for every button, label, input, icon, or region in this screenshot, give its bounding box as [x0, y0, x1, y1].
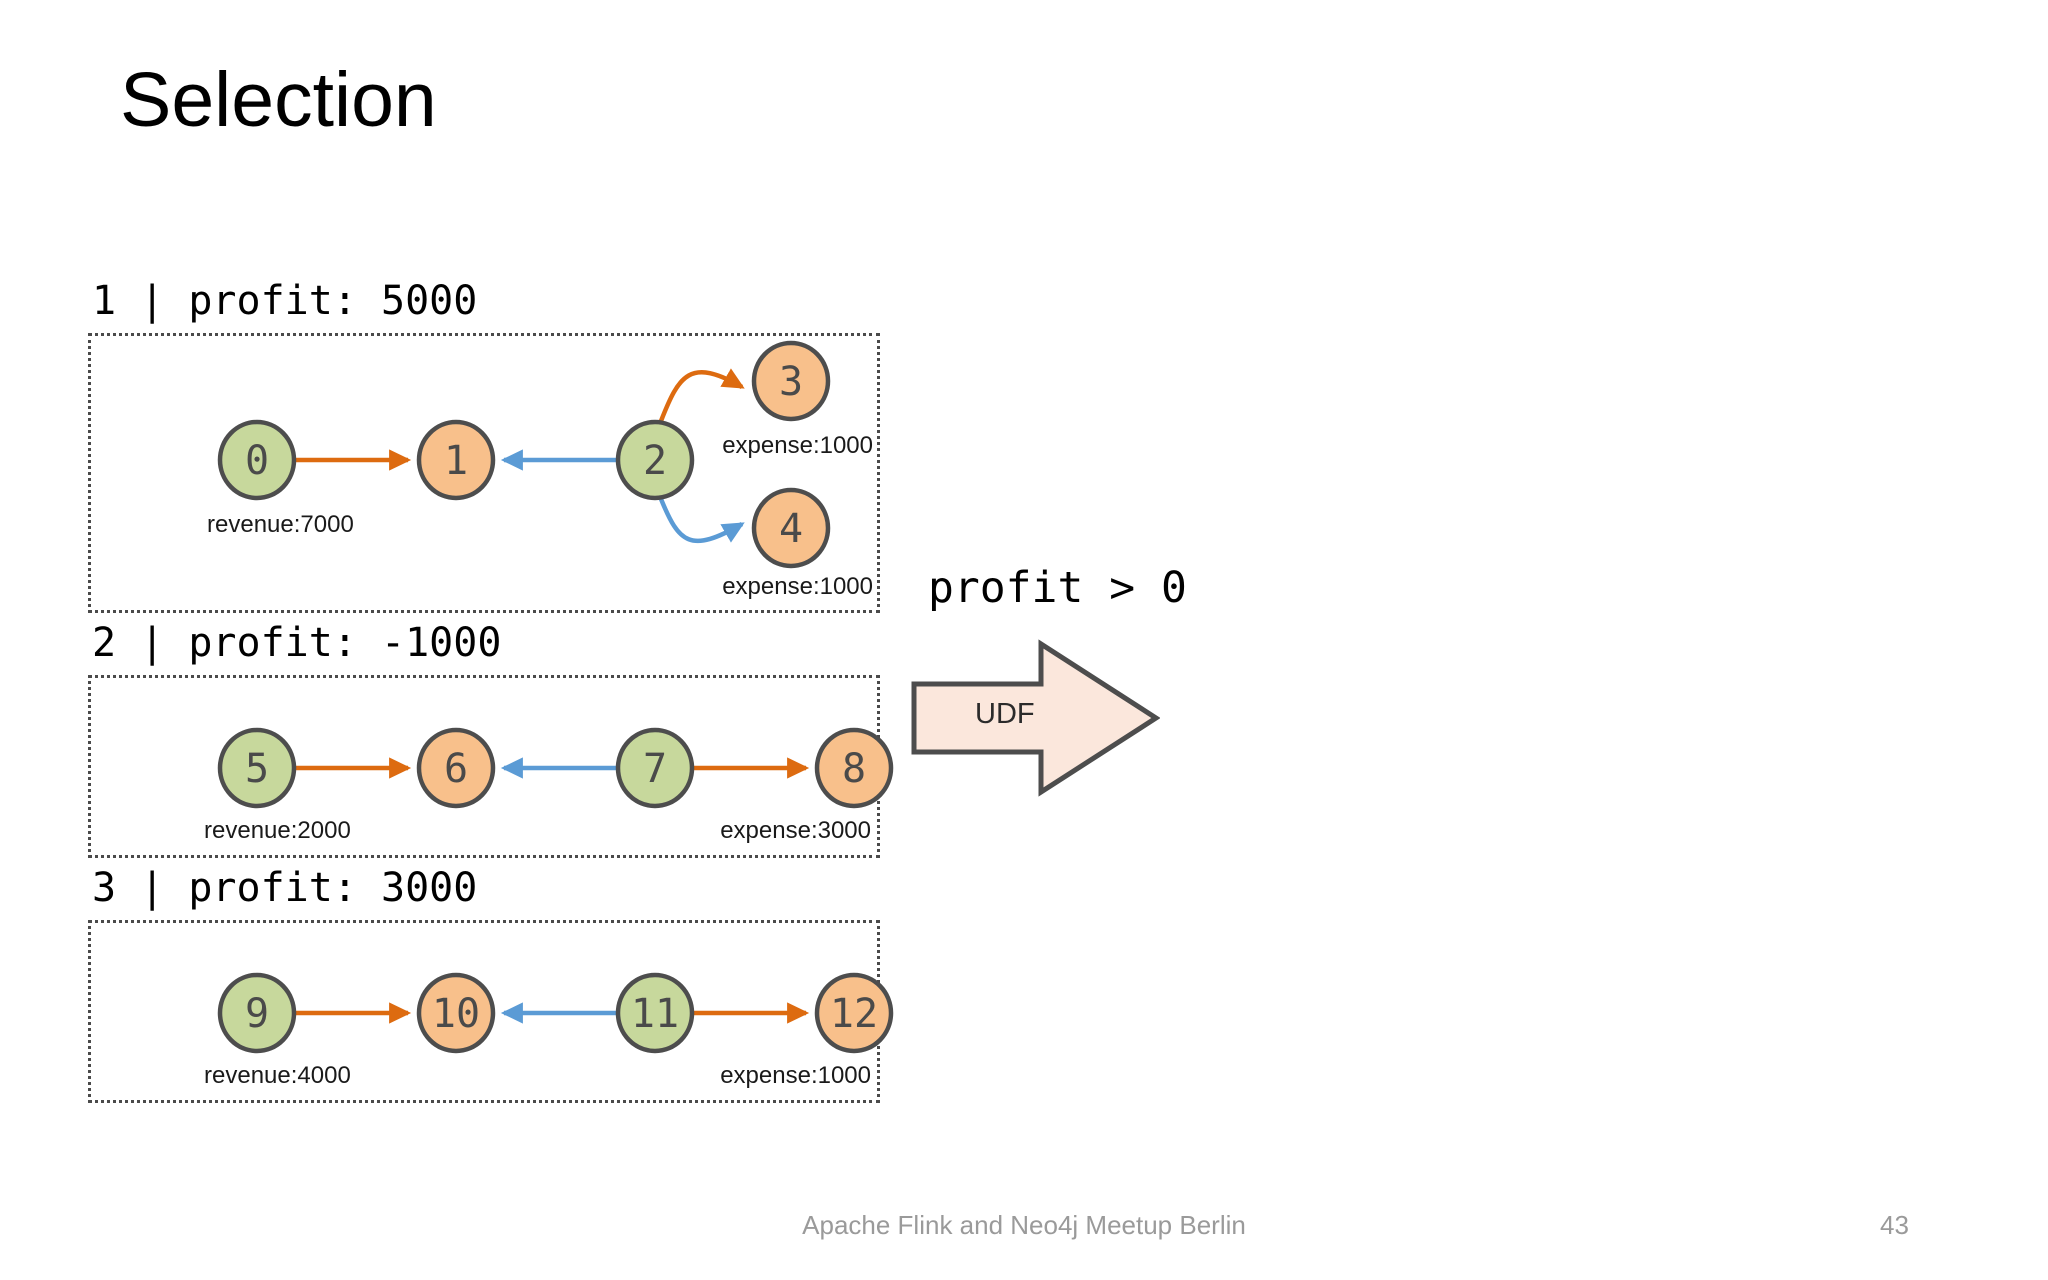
graph-node-2[interactable]: 2 [615, 419, 695, 501]
graph-group-box-1: 0 revenue:7000 1 2 3 expense:1000 4 expense:100… [88, 333, 880, 613]
graph-node-11[interactable]: 11 [615, 972, 695, 1054]
graph-node-6[interactable]: 6 [416, 727, 496, 809]
page-title: Selection [120, 57, 437, 143]
graph-group-box-3: 9 revenue:4000 10 11 12 expense:1000 [88, 920, 894, 1103]
graph-canvas-3: 9 revenue:4000 10 11 12 expense:1000 [204, 972, 894, 1089]
graph-canvas-1: 0 revenue:7000 1 2 3 expense:1000 4 expense:100… [207, 340, 873, 600]
graph-node-label-12: 12 [830, 991, 878, 1037]
udf-arrow [910, 638, 1161, 798]
page-number: 43 [1880, 1210, 1909, 1240]
graph-node-8[interactable]: 8 [814, 727, 894, 809]
graph-node-3[interactable]: 3 [751, 340, 831, 422]
graph-node-label-1: 1 [444, 438, 468, 484]
node-property-5: revenue:2000 [204, 817, 351, 844]
graph-group-label-1: 1 | profit: 5000 [92, 278, 478, 324]
graph-node-label-8: 8 [842, 746, 866, 792]
node-property-0: revenue:7000 [207, 511, 354, 538]
udf-arrow-shape [911, 639, 1161, 797]
graph-node-label-7: 7 [643, 746, 667, 792]
graph-node-label-2: 2 [643, 438, 667, 484]
edge-2-to-3 [658, 368, 745, 422]
udf-label: UDF [975, 698, 1035, 730]
graph-group-box-2: 5 revenue:2000 6 7 8 expense:3000 [88, 675, 894, 858]
graph-node-4[interactable]: 4 [751, 487, 831, 569]
graph-node-0[interactable]: 0 [217, 419, 297, 501]
node-property-9: revenue:4000 [204, 1062, 351, 1089]
graph-node-label-5: 5 [245, 746, 269, 792]
udf-condition-text: profit > 0 [928, 563, 1187, 613]
graph-node-label-9: 9 [245, 991, 269, 1037]
node-property-8: expense:3000 [720, 817, 871, 844]
graph-group-label-3: 3 | profit: 3000 [92, 865, 478, 911]
graph-node-12[interactable]: 12 [814, 972, 894, 1054]
graph-node-9[interactable]: 9 [217, 972, 297, 1054]
graph-node-10[interactable]: 10 [416, 972, 496, 1054]
node-property-12: expense:1000 [720, 1062, 871, 1089]
graph-canvas-2: 5 revenue:2000 6 7 8 expense:3000 [204, 727, 894, 844]
node-property-4: expense:1000 [722, 573, 873, 600]
graph-node-label-10: 10 [432, 991, 480, 1037]
graph-node-label-0: 0 [245, 438, 269, 484]
graph-node-label-6: 6 [444, 746, 468, 792]
footer-title: Apache Flink and Neo4j Meetup Berlin [802, 1210, 1246, 1240]
graph-node-5[interactable]: 5 [217, 727, 297, 809]
graph-node-label-11: 11 [631, 991, 679, 1037]
node-property-3: expense:1000 [722, 432, 873, 459]
graph-group-label-2: 2 | profit: -1000 [92, 620, 502, 666]
edge-2-to-4 [658, 498, 745, 543]
graph-node-label-3: 3 [779, 359, 803, 405]
graph-node-1[interactable]: 1 [416, 419, 496, 501]
graph-node-label-4: 4 [779, 506, 803, 552]
graph-node-7[interactable]: 7 [615, 727, 695, 809]
